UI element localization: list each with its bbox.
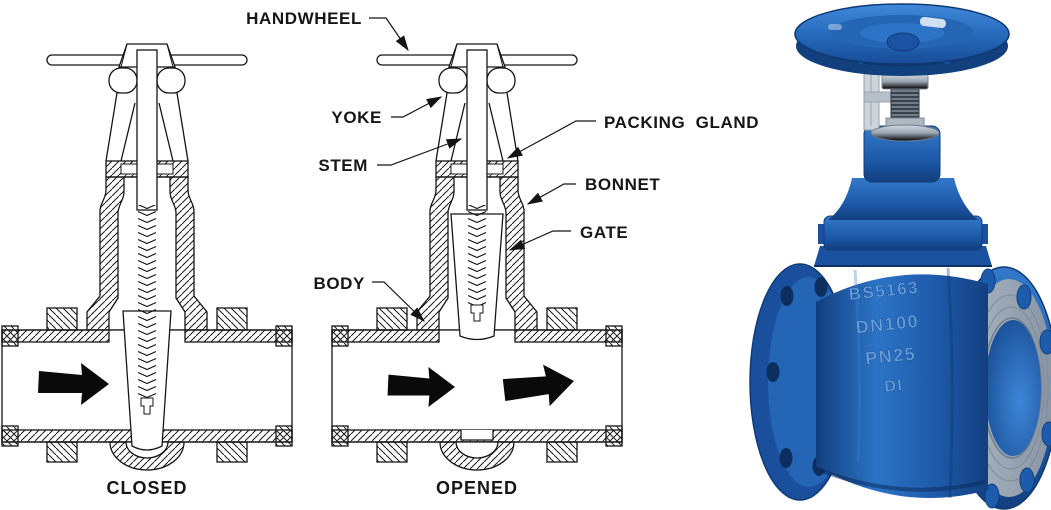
label-bonnet: BONNET [585,175,660,194]
label-stem: STEM [318,156,368,175]
label-body: BODY [313,274,365,293]
caption-closed: CLOSED [106,478,187,498]
stem-tip-closed [140,397,154,415]
leader-stem [377,138,463,166]
label-yoke: YOKE [331,108,382,127]
threaded-stem-closed [138,205,156,398]
leader-handwheel [369,17,409,52]
label-packing-gland: PACKING GLAND [604,113,759,132]
stem-tip-opened [470,304,484,322]
valve-photo: BS5163 DN100 PN25 DI [749,3,1051,510]
label-handwheel: HANDWHEEL [246,9,362,28]
leader-bonnet [526,183,576,205]
photo-cast-marks: BS5163 DN100 PN25 DI [848,278,921,397]
closed-valve-section [1,43,293,471]
photo-bore [985,320,1041,456]
label-gate: GATE [580,223,628,242]
leader-yoke [391,96,443,118]
leader-gate [508,230,571,251]
caption-opened: OPENED [436,478,518,498]
threaded-stem-opened [468,205,486,305]
leader-body [372,281,425,322]
seat-notch [460,430,494,441]
photo-handwheel [794,3,1010,76]
callout-leaders [369,17,596,322]
opened-valve-section [331,43,623,471]
cast-mark-material: DI [884,377,905,396]
leader-packing-gland [506,120,596,159]
photo-bonnet [814,125,992,267]
photo-body [816,267,988,499]
